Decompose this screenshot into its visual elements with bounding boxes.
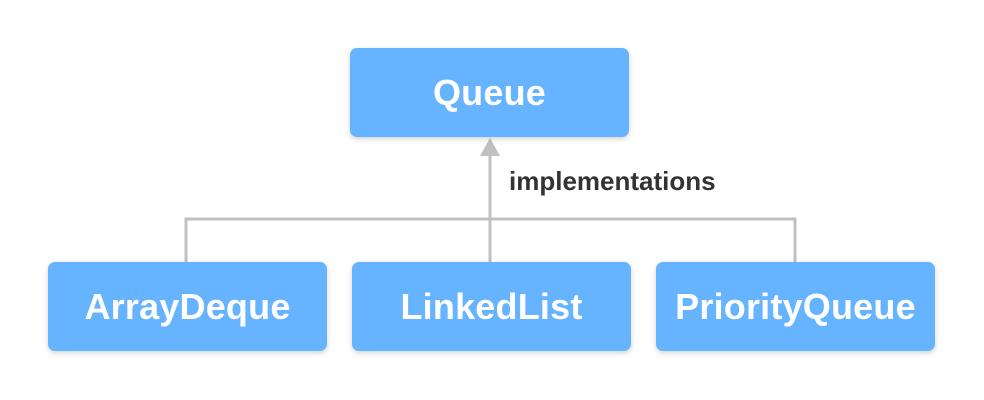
relation-label: implementations [509, 166, 716, 196]
node-priorityqueue: PriorityQueue [656, 262, 935, 351]
node-queue: Queue [350, 48, 629, 137]
node-arraydeque: ArrayDeque [48, 262, 327, 351]
inheritance-arrowhead [480, 138, 500, 156]
node-queue-label: Queue [432, 71, 547, 113]
node-priorityqueue-label: PriorityQueue [675, 285, 916, 327]
node-linkedlist-label: LinkedList [400, 285, 583, 327]
node-arraydeque-label: ArrayDeque [84, 285, 291, 327]
node-linkedlist: LinkedList [352, 262, 631, 351]
